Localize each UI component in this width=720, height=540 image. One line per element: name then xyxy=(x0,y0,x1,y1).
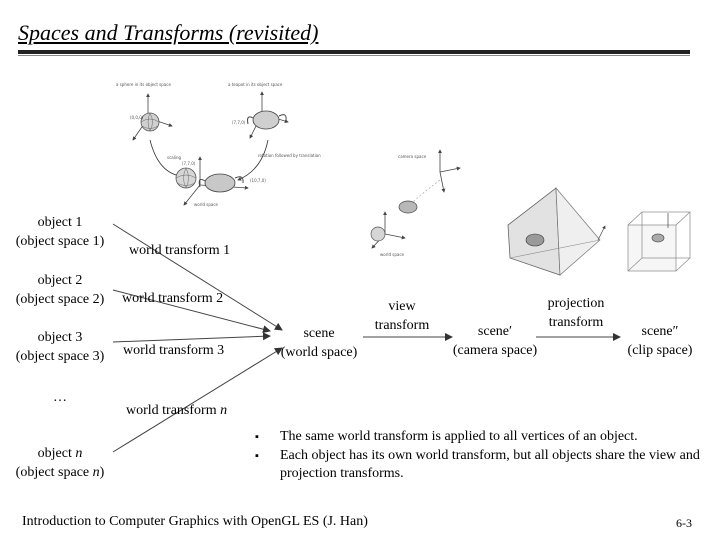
projection-transform-label: projection transform xyxy=(547,296,605,330)
fig-label-sphere: a sphere in its object space xyxy=(116,82,171,87)
fig-label-rotation: rotation followed by translation xyxy=(258,153,321,158)
world-teapot-icon xyxy=(204,173,236,193)
bullet-icon: ▪ xyxy=(255,431,259,443)
world-transform-2-label: world transform 2 xyxy=(122,291,224,306)
fig-label-scaling: scaling xyxy=(167,155,181,160)
object-n-label: object n (object space n) xyxy=(4,444,116,482)
object-2-label: object 2 (object space 2) xyxy=(15,273,105,307)
world-sphere-icon xyxy=(175,167,197,189)
list-item: ▪Each object has its own world transform… xyxy=(255,448,700,481)
arrow-object-1 xyxy=(112,223,283,331)
camera-sphere-icon xyxy=(370,226,386,242)
world-transform-3-label: world transform 3 xyxy=(123,343,225,358)
world-transform-1-label: world transform 1 xyxy=(129,243,231,258)
fig-label-camera-space: camera space xyxy=(398,154,427,159)
camera-space-axes xyxy=(438,149,461,193)
scene-world-label: scene (world space) xyxy=(280,326,358,360)
object-to-world-illustration: a sphere in its object space a teapot in… xyxy=(116,82,321,207)
fig-label-world-space: world space xyxy=(194,202,219,207)
slide-title: Spaces and Transforms (revisited) xyxy=(18,20,319,45)
object-n-name: object n xyxy=(37,446,83,461)
frustum-teapot-icon xyxy=(525,233,545,247)
object-n-space: (object space n) xyxy=(15,465,105,480)
title-divider xyxy=(18,50,690,54)
object-1-label: object 1 (object space 1) xyxy=(15,215,105,249)
object-3-label: object 3 (object space 3) xyxy=(15,330,105,364)
fig-coord-b: (7,7,0) xyxy=(232,120,246,125)
teapot-icon xyxy=(252,110,280,130)
fig-label-teapot: a teapot in its object space xyxy=(228,82,283,87)
world-transform-n-label: world transform n xyxy=(126,403,228,418)
fig-label-world-space-small: world space xyxy=(380,252,405,257)
arrow-object-2 xyxy=(112,289,271,334)
arrow-object-3 xyxy=(112,332,271,343)
notes-list: ▪The same world transform is applied to … xyxy=(255,428,710,484)
clip-space-cube-illustration xyxy=(627,211,691,272)
rotation-translation-arrow xyxy=(237,139,269,181)
page-number: 6-3 xyxy=(676,516,692,530)
scene-camera-label: scene′ (camera space) xyxy=(452,324,538,358)
world-to-camera-illustration: camera space world space xyxy=(370,149,461,257)
fig-coord-a: (7,7,0) xyxy=(182,161,196,166)
title-divider-thin xyxy=(18,55,690,56)
camera-teapot-icon xyxy=(398,200,418,214)
scene-clip-label: scene″ (clip space) xyxy=(627,324,693,358)
slide-footer: Introduction to Computer Graphics with O… xyxy=(22,514,368,529)
list-item: ▪The same world transform is applied to … xyxy=(255,429,638,444)
bullet-icon: ▪ xyxy=(255,450,259,462)
world-transform-arrows xyxy=(112,223,283,453)
fig-coord-c: (10,7,0) xyxy=(250,178,266,183)
view-frustum-illustration xyxy=(507,186,606,276)
view-transform-label: view transform xyxy=(374,299,430,333)
fig-coord-origin: (0,0,0) xyxy=(130,115,144,120)
arrow-object-n xyxy=(112,347,283,453)
ellipsis-label: … xyxy=(53,390,67,405)
